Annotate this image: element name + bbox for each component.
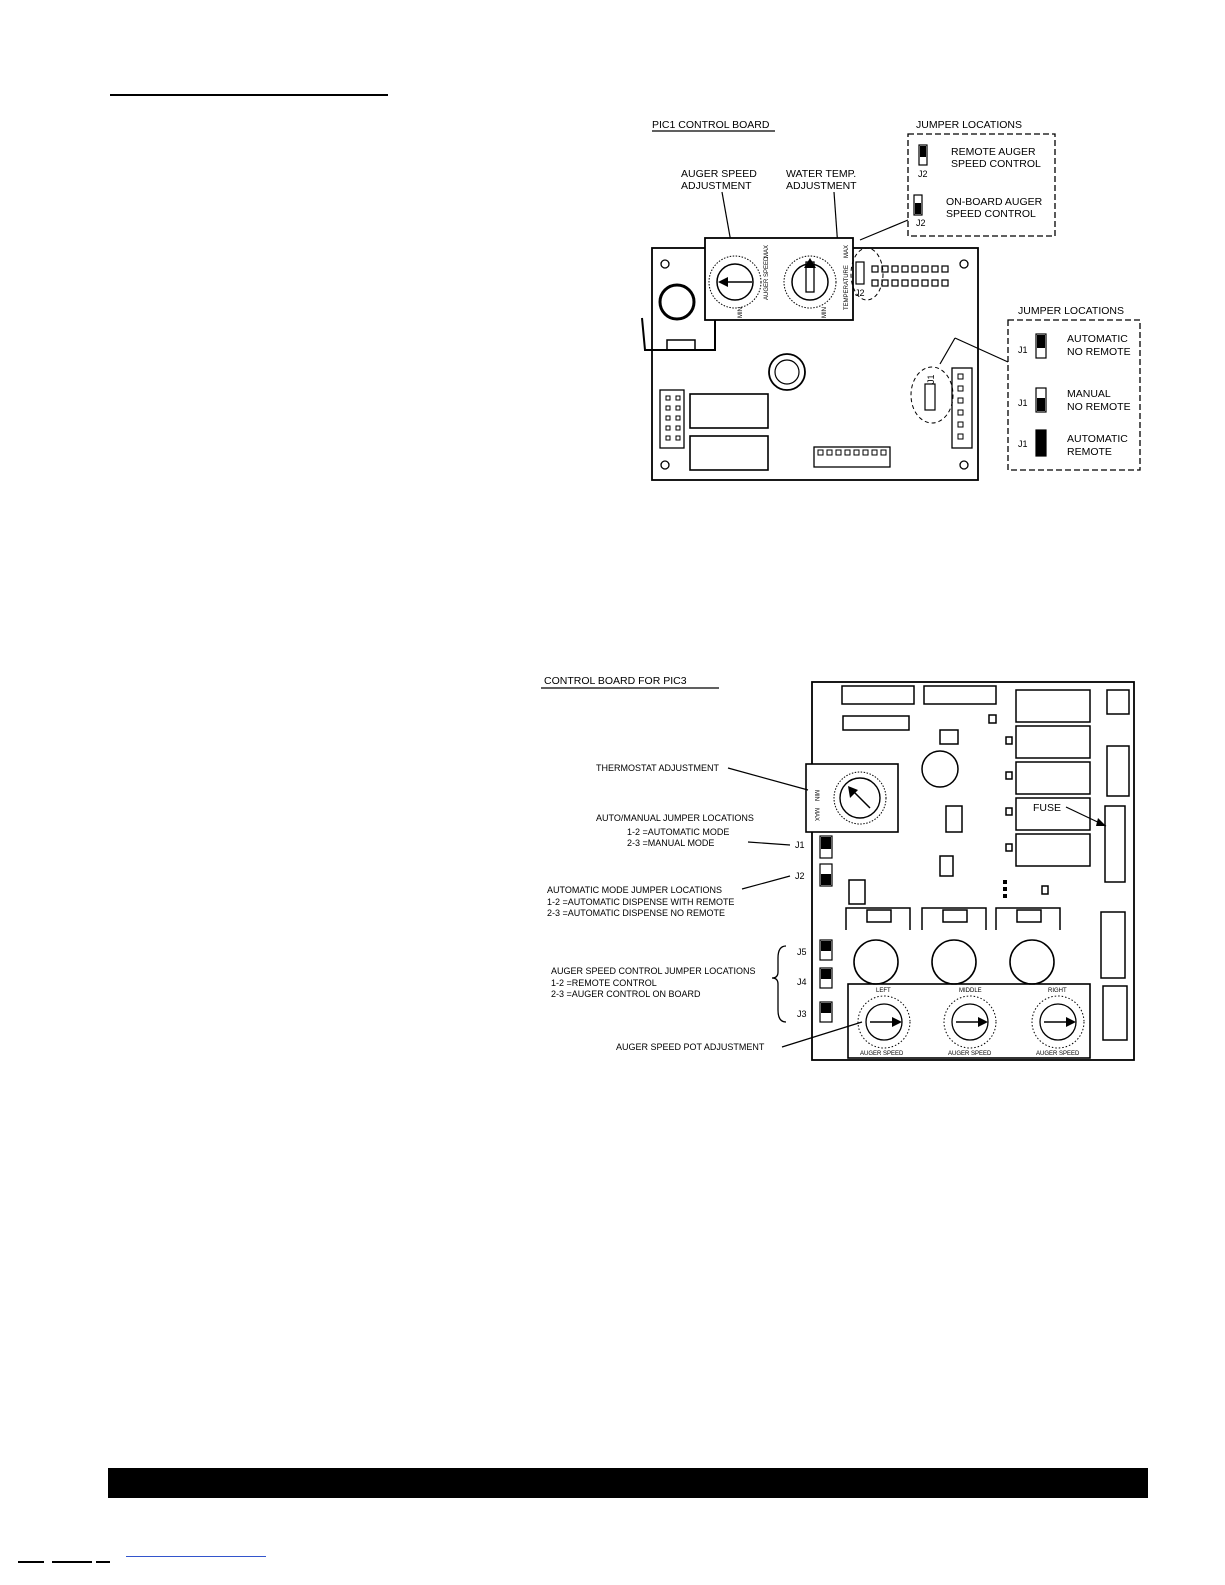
pic1-j1-header: JUMPER LOCATIONS xyxy=(1018,305,1124,317)
j1-option-1-id: J1 xyxy=(1018,345,1028,355)
pic1-temperature-pot: TEMPERATURE MAX MIN xyxy=(783,245,850,318)
j1-option-2-id: J1 xyxy=(1018,398,1028,408)
pic1-auger-pot-max: MAX xyxy=(764,245,770,258)
j2-onboard-line2: SPEED CONTROL xyxy=(946,208,1036,220)
footer-tick xyxy=(18,1561,44,1563)
j1-option-2-line1: MANUAL xyxy=(1067,388,1111,400)
footer-tick xyxy=(96,1561,110,1563)
automatic-mode-line1: 1-2 =AUTOMATIC DISPENSE WITH REMOTE xyxy=(547,897,734,907)
j1-option-2: J1 MANUAL NO REMOTE xyxy=(1018,387,1131,413)
top-rule xyxy=(110,94,388,96)
auto-manual-line1: 1-2 =AUTOMATIC MODE xyxy=(627,827,729,837)
water-temp-label-line1: WATER TEMP. xyxy=(786,168,856,180)
pic1-title: PIC1 CONTROL BOARD xyxy=(652,119,770,131)
pic1-diagram: PIC1 CONTROL BOARD AUGER SPEED ADJUSTMEN… xyxy=(641,119,1141,481)
footer-bar xyxy=(108,1468,1148,1498)
pic1-j1-board-label: J1 xyxy=(926,374,936,384)
auger-speed-label-line1: AUGER SPEED xyxy=(681,168,757,180)
auger-control-line1: 1-2 =REMOTE CONTROL xyxy=(551,978,657,988)
pot-left-position: LEFT xyxy=(876,988,891,994)
j2-onboard-id: J2 xyxy=(916,218,926,228)
pic1-temp-pot-min: MIN xyxy=(822,307,828,318)
pic3-board xyxy=(811,681,1135,1061)
auger-control-line2: 2-3 =AUGER CONTROL ON BOARD xyxy=(551,989,701,999)
j1-option-1-line2: NO REMOTE xyxy=(1067,346,1131,358)
pic1-auger-pot-text: AUGER SPEED xyxy=(764,256,770,300)
pic3-pot-left: LEFT AUGER SPEED xyxy=(857,988,911,1057)
j2-remote-line2: SPEED CONTROL xyxy=(951,158,1041,170)
pot-middle-position: MIDDLE xyxy=(959,988,982,994)
pic3-j1-label: J1 xyxy=(795,840,805,850)
j1-option-3-line2: REMOTE xyxy=(1067,446,1112,458)
pic1-j2-board-label: J2 xyxy=(855,288,865,298)
pic3-pot-middle: MIDDLE AUGER SPEED xyxy=(943,988,997,1057)
pic1-j2-header: JUMPER LOCATIONS xyxy=(916,119,1022,131)
pot-right-caption: AUGER SPEED xyxy=(1036,1051,1080,1057)
thermostat-label: THERMOSTAT ADJUSTMENT xyxy=(596,763,720,773)
footer-tick xyxy=(52,1561,92,1563)
auto-manual-line2: 2-3 =MANUAL MODE xyxy=(627,838,714,848)
j1-option-2-line2: NO REMOTE xyxy=(1067,401,1131,413)
auto-manual-header: AUTO/MANUAL JUMPER LOCATIONS xyxy=(596,813,754,823)
pic3-j4-label: J4 xyxy=(797,977,807,987)
automatic-mode-header: AUTOMATIC MODE JUMPER LOCATIONS xyxy=(547,885,722,895)
auger-control-header: AUGER SPEED CONTROL JUMPER LOCATIONS xyxy=(551,966,756,976)
auger-speed-label-line2: ADJUSTMENT xyxy=(681,180,752,192)
pic3-j2-label: J2 xyxy=(795,871,805,881)
j1-option-3-line1: AUTOMATIC xyxy=(1067,433,1128,445)
pic3-pot-right: RIGHT AUGER SPEED xyxy=(1031,988,1085,1057)
pic3-j3-label: J3 xyxy=(797,1009,807,1019)
pic3-title: CONTROL BOARD FOR PIC3 xyxy=(544,675,687,687)
pic1-temp-pot-text: TEMPERATURE xyxy=(844,265,850,310)
j2-remote-line1: REMOTE AUGER xyxy=(951,146,1036,158)
thermostat-pot-max: MAX xyxy=(813,808,819,821)
j1-option-3: J1 AUTOMATIC REMOTE xyxy=(1018,429,1128,458)
pic1-auger-speed-pot: AUGER SPEED MAX MIN xyxy=(708,245,770,318)
water-temp-label-line2: ADJUSTMENT xyxy=(786,180,857,192)
j2-onboard-line1: ON-BOARD AUGER xyxy=(946,196,1043,208)
pic3-diagram: CONTROL BOARD FOR PIC3 xyxy=(541,675,1135,1061)
pot-middle-caption: AUGER SPEED xyxy=(948,1051,992,1057)
pic3-j5-label: J5 xyxy=(797,947,807,957)
j1-option-3-id: J1 xyxy=(1018,439,1028,449)
j2-remote-id: J2 xyxy=(918,169,928,179)
pic1-temp-pot-max: MAX xyxy=(844,245,850,258)
thermostat-pot-min: MIN xyxy=(813,790,819,801)
footer-link-underline xyxy=(126,1556,266,1557)
fuse-label: FUSE xyxy=(1033,802,1061,814)
j1-option-1: J1 AUTOMATIC NO REMOTE xyxy=(1018,333,1131,359)
pic1-auger-pot-min: MIN xyxy=(738,307,744,318)
pot-left-caption: AUGER SPEED xyxy=(860,1051,904,1057)
pot-right-position: RIGHT xyxy=(1048,988,1067,994)
j1-option-1-line1: AUTOMATIC xyxy=(1067,333,1128,345)
auger-pot-adjustment-label: AUGER SPEED POT ADJUSTMENT xyxy=(616,1042,765,1052)
automatic-mode-line2: 2-3 =AUTOMATIC DISPENSE NO REMOTE xyxy=(547,908,725,918)
